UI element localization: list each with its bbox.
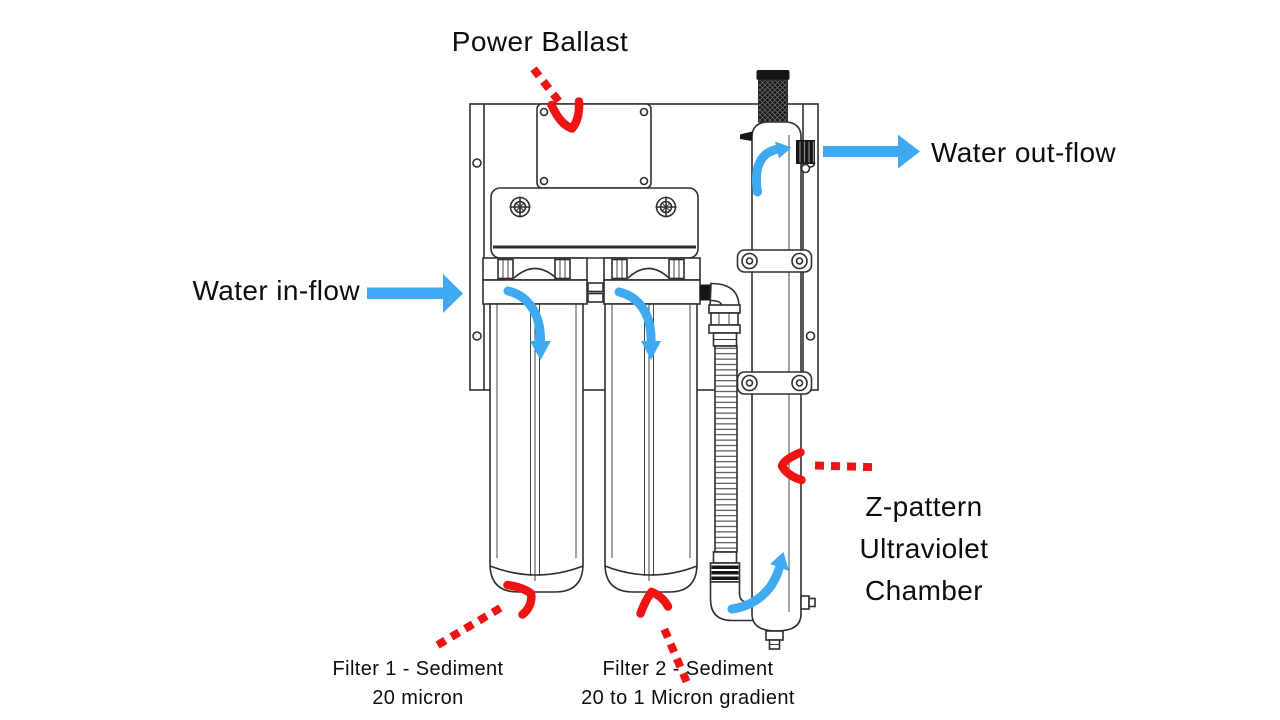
uv-strap-bottom [736, 371, 813, 395]
filter1-pointer [435, 580, 536, 649]
bracket-screw [509, 196, 531, 218]
filter-head-2 [603, 257, 701, 305]
panel-hole [472, 331, 482, 341]
label-filter1: Filter 1 - Sediment 20 micron [318, 655, 518, 713]
uv-lamp-cap-top [756, 70, 790, 80]
uv-chamber-pointer [777, 448, 873, 485]
flow-out-uv-arrow [752, 141, 792, 197]
uv-lamp-knurled-cap [758, 79, 788, 123]
filter-head-1 [482, 257, 588, 305]
pointer-arrows [435, 66, 873, 684]
hose-assembly [708, 282, 754, 622]
elbow-inlet-fitting [700, 284, 711, 301]
compression-nut [710, 312, 739, 326]
label-water-outflow: Water out-flow [931, 137, 1117, 168]
label-uv-chamber: Z-pattern Ultraviolet Chamber [812, 486, 1036, 612]
label-uv-line2: Ultraviolet [859, 533, 989, 564]
panel-hole [805, 331, 816, 341]
filter2-pointer [636, 587, 691, 684]
head-connector [587, 282, 604, 303]
uv-side-port [800, 595, 816, 610]
flow-up-uv-arrow [727, 552, 789, 614]
uv-chamber [736, 70, 816, 650]
flow-arrows [367, 134, 920, 614]
label-water-inflow: Water in-flow [192, 275, 360, 306]
filter-canister-2 [604, 303, 698, 593]
uv-outflow-port [796, 140, 815, 174]
label-filter2: Filter 2 - Sediment 20 to 1 Micron gradi… [562, 655, 814, 713]
label-power-ballast: Power Ballast [451, 26, 629, 57]
label-uv-line1: Z-pattern [865, 491, 983, 522]
label-filter2-line2: 20 to 1 Micron gradient [581, 687, 795, 709]
flow-into-filter1-arrow [503, 286, 551, 360]
label-uv-line3: Chamber [865, 575, 983, 606]
power-ballast-pointer [530, 66, 584, 133]
filter-head-bracket [490, 187, 699, 259]
filter-canister-1 [489, 303, 584, 593]
label-filter1-line2: 20 micron [372, 687, 464, 709]
flow-into-filter2-arrow [614, 287, 661, 360]
label-filter2-line1: Filter 2 - Sediment [602, 658, 774, 680]
uv-strap-top [736, 249, 813, 273]
water-inflow-arrow [367, 274, 463, 313]
bracket-screw [655, 196, 677, 218]
uv-drain-fitting [765, 630, 784, 650]
panel-hole [472, 158, 482, 168]
label-filter1-line1: Filter 1 - Sediment [332, 658, 504, 680]
water-outflow-arrow [823, 134, 920, 169]
uv-side-stub [740, 131, 752, 141]
